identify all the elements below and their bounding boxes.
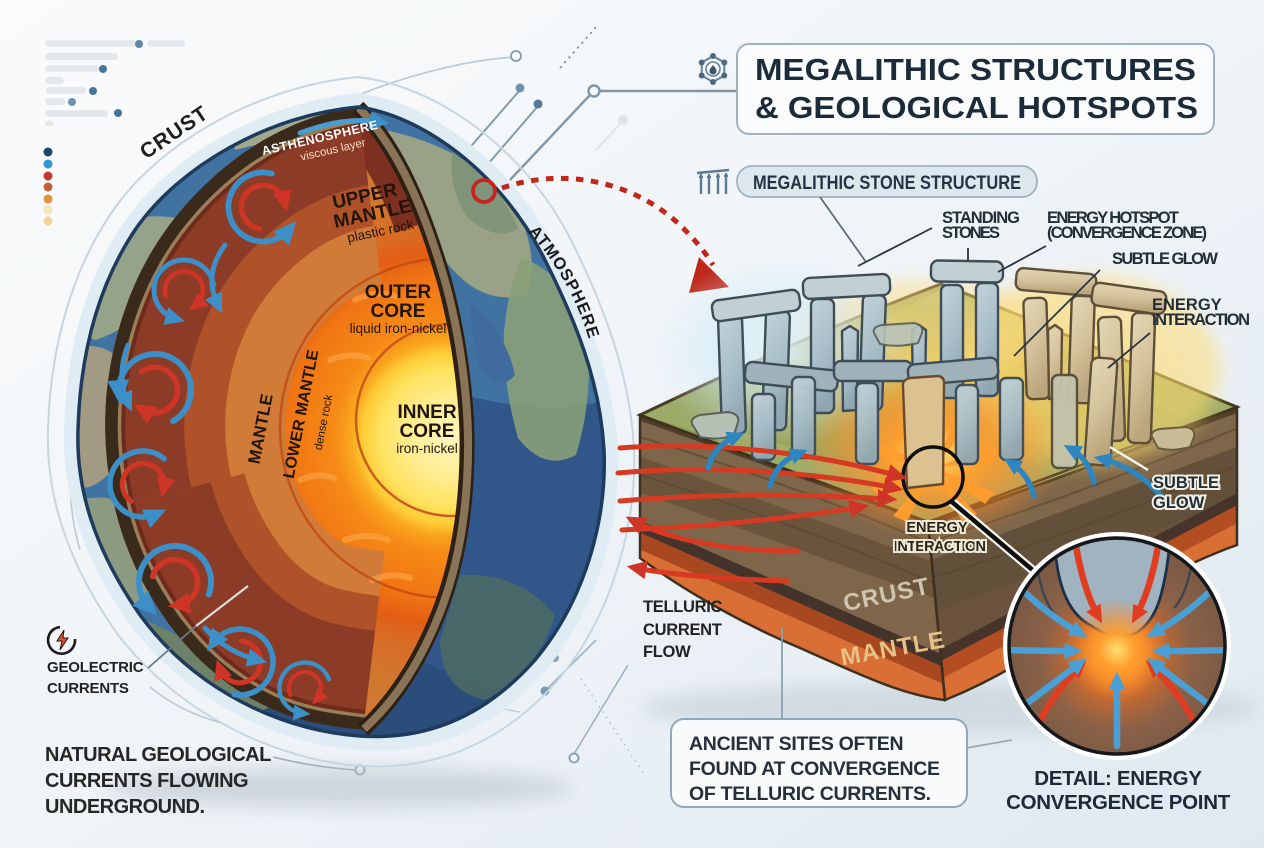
svg-text:OF TELLURIC CURRENTS.: OF TELLURIC CURRENTS. [689, 783, 931, 805]
svg-text:INTERACTION: INTERACTION [1152, 311, 1250, 329]
svg-text:liquid iron-nickel: liquid iron-nickel [350, 321, 447, 336]
svg-text:(CONVERGENCE ZONE): (CONVERGENCE ZONE) [1047, 224, 1207, 242]
svg-text:CURRENT: CURRENT [643, 621, 722, 639]
svg-text:MEGALITHIC STRUCTURES: MEGALITHIC STRUCTURES [755, 52, 1196, 87]
svg-text:TELLURIC: TELLURIC [643, 598, 723, 616]
svg-text:CONVERGENCE POINT: CONVERGENCE POINT [1006, 791, 1231, 814]
svg-text:iron-nickel: iron-nickel [396, 441, 458, 456]
svg-text:MEGALITHIC STONE STRUCTURE: MEGALITHIC STONE STRUCTURE [753, 173, 1021, 194]
svg-text:INNER: INNER [397, 402, 456, 423]
svg-text:FLOW: FLOW [643, 643, 691, 661]
svg-text:DETAIL: ENERGY: DETAIL: ENERGY [1034, 767, 1202, 790]
svg-text:OUTER: OUTER [365, 282, 432, 303]
svg-text:ENERGY: ENERGY [1152, 296, 1222, 314]
svg-text:FOUND AT CONVERGENCE: FOUND AT CONVERGENCE [689, 758, 940, 780]
svg-text:CURRENTS: CURRENTS [47, 680, 129, 697]
svg-text:INTERACTION: INTERACTION [894, 539, 986, 555]
svg-text:ANCIENT SITES OFTEN: ANCIENT SITES OFTEN [689, 733, 903, 755]
svg-text:ENERGY HOTSPOT: ENERGY HOTSPOT [1047, 209, 1179, 227]
svg-text:ENERGY: ENERGY [906, 520, 968, 536]
svg-text:& GEOLOGICAL HOTSPOTS: & GEOLOGICAL HOTSPOTS [755, 90, 1198, 125]
svg-text:STANDING: STANDING [942, 209, 1020, 227]
svg-text:CORE: CORE [371, 301, 426, 322]
svg-text:CORE: CORE [400, 421, 455, 442]
svg-text:NATURAL GEOLOGICAL: NATURAL GEOLOGICAL [45, 744, 271, 766]
svg-text:STONES: STONES [942, 224, 1000, 242]
svg-text:GEOLECTRIC: GEOLECTRIC [47, 659, 144, 676]
svg-text:SUBTLE: SUBTLE [1153, 474, 1219, 492]
svg-text:UNDERGROUND.: UNDERGROUND. [45, 796, 205, 818]
svg-text:SUBTLE GLOW: SUBTLE GLOW [1112, 250, 1218, 268]
svg-text:GLOW: GLOW [1153, 494, 1205, 512]
svg-text:CURRENTS FLOWING: CURRENTS FLOWING [45, 770, 248, 792]
